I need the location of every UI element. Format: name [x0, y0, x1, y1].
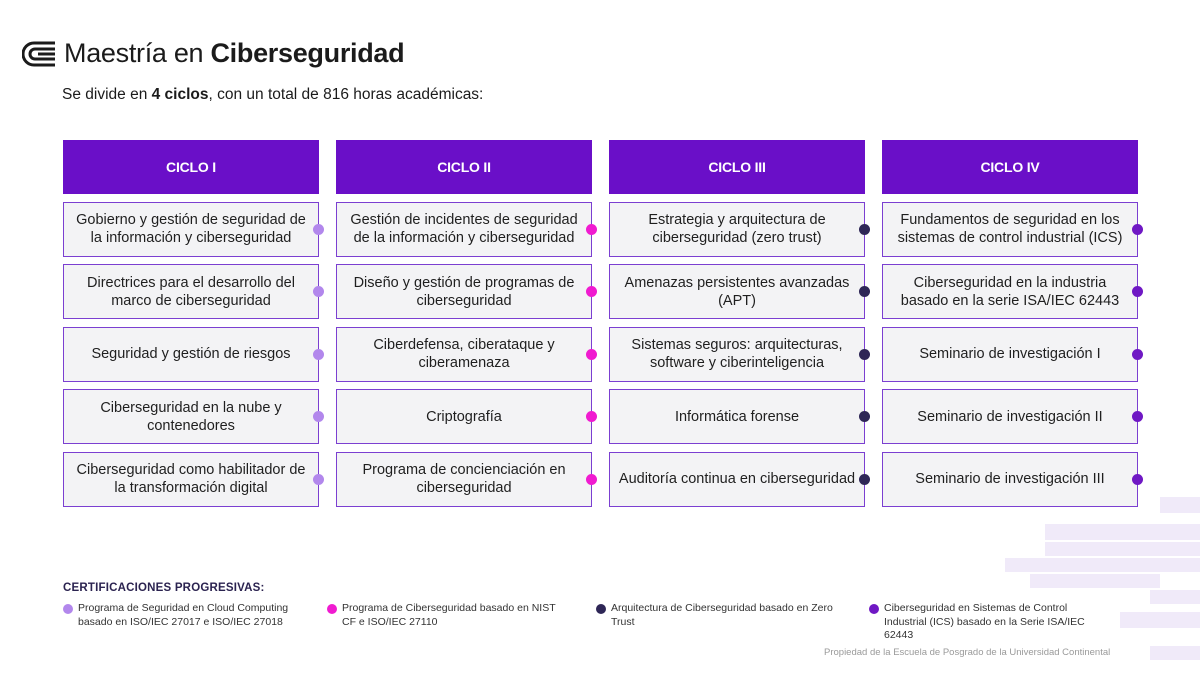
legend-dot-4 [869, 604, 879, 614]
course-card: Seminario de investigación III [882, 451, 1143, 507]
course-card: Fundamentos de seguridad en los sistemas… [882, 201, 1143, 257]
footer-copyright: Propiedad de la Escuela de Posgrado de l… [824, 647, 1111, 658]
course-card: Ciberseguridad como habilitador de la tr… [63, 451, 324, 507]
course-card: Amenazas persistentes avanzadas (APT) [609, 264, 870, 319]
legend-dot-2 [327, 604, 337, 614]
certification-label: Programa de Ciberseguridad basado en NIS… [342, 602, 556, 628]
course-card: Programa de concienciación en cibersegur… [336, 451, 597, 507]
cert-dot-3 [859, 286, 870, 297]
legend-dot-3 [596, 604, 606, 614]
course-card: Directrices para el desarrollo del marco… [63, 264, 324, 319]
course-card: Ciberdefensa, ciberataque y ciberamenaza [336, 326, 597, 382]
decorative-stripe [1150, 590, 1200, 604]
decorative-stripe [1005, 558, 1200, 572]
header: Maestría en Ciberseguridad [22, 38, 405, 69]
cert-dot-3 [859, 411, 870, 422]
cycle-header: CICLO IV [882, 140, 1138, 194]
cert-dot-1 [313, 411, 324, 422]
course-card: Seguridad y gestión de riesgos [63, 326, 324, 382]
cert-dot-1 [313, 223, 324, 235]
decorative-stripe [1045, 542, 1200, 556]
course-card: Diseño y gestión de programas de ciberse… [336, 264, 597, 319]
cert-dot-2 [586, 286, 597, 297]
course-card: Sistemas seguros: arquitecturas, softwar… [609, 326, 870, 382]
legend-dot-1 [63, 604, 73, 614]
decorative-stripe [1045, 524, 1200, 540]
university-logo-icon [22, 41, 55, 66]
cycle-header: CICLO III [609, 140, 865, 194]
cert-dot-4 [1132, 411, 1143, 422]
cert-dot-4 [1132, 223, 1143, 235]
cycle-column-4: CICLO IV Fundamentos de seguridad en los… [882, 140, 1143, 507]
cert-dot-1 [313, 286, 324, 297]
cycle-column-3: CICLO III Estrategia y arquitectura de c… [609, 140, 870, 507]
decorative-stripe [1160, 497, 1200, 513]
course-card: Criptografía [336, 389, 597, 444]
page-title: Maestría en Ciberseguridad [64, 38, 405, 68]
course-card: Seminario de investigación II [882, 389, 1143, 444]
cert-dot-2 [586, 223, 597, 235]
certification-item-2: Programa de Ciberseguridad basado en NIS… [327, 602, 567, 629]
cert-dot-3 [859, 473, 870, 485]
course-card: Ciberseguridad en la industria basado en… [882, 264, 1143, 319]
cert-dot-4 [1132, 286, 1143, 297]
cycle-column-1: CICLO I Gobierno y gestión de seguridad … [63, 140, 324, 507]
course-card: Ciberseguridad en la nube y contenedores [63, 389, 324, 444]
cycle-header: CICLO I [63, 140, 319, 194]
decorative-stripe [1120, 612, 1200, 628]
course-card: Estrategia y arquitectura de ciberseguri… [609, 201, 870, 257]
cert-dot-2 [586, 348, 597, 360]
course-card: Gobierno y gestión de seguridad de la in… [63, 201, 324, 257]
cycle-column-2: CICLO II Gestión de incidentes de seguri… [336, 140, 597, 507]
certification-item-1: Programa de Seguridad en Cloud Computing… [63, 602, 303, 629]
cycle-header: CICLO II [336, 140, 592, 194]
decorative-stripe [1150, 646, 1200, 660]
certification-label: Programa de Seguridad en Cloud Computing… [78, 602, 289, 628]
cert-dot-1 [313, 348, 324, 360]
course-card: Auditoría continua en ciberseguridad [609, 451, 870, 507]
cert-dot-3 [859, 348, 870, 360]
cert-dot-4 [1132, 348, 1143, 360]
certification-label: Arquitectura de Ciberseguridad basado en… [611, 602, 833, 628]
cert-dot-3 [859, 223, 870, 235]
page-subtitle: Se divide en 4 ciclos, con un total de 8… [62, 86, 484, 103]
course-card: Seminario de investigación I [882, 326, 1143, 382]
certification-label: Ciberseguridad en Sistemas de Control In… [884, 602, 1085, 641]
course-card: Informática forense [609, 389, 870, 444]
certification-item-4: Ciberseguridad en Sistemas de Control In… [869, 602, 1109, 643]
decorative-stripe [1030, 574, 1160, 588]
cert-dot-4 [1132, 473, 1143, 485]
cert-dot-2 [586, 473, 597, 485]
certifications-title: CERTIFICACIONES PROGRESIVAS: [63, 582, 265, 594]
course-card: Gestión de incidentes de seguridad de la… [336, 201, 597, 257]
cert-dot-1 [313, 473, 324, 485]
certification-item-3: Arquitectura de Ciberseguridad basado en… [596, 602, 836, 629]
cert-dot-2 [586, 411, 597, 422]
